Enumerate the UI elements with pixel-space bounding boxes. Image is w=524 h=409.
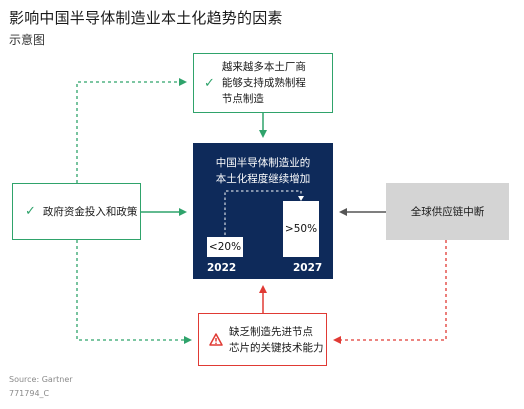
factor-text-line: 芯片的关键技术能力 [229,341,324,354]
factor-box-local-vendors: ✓ 越来越多本土厂商 能够支持成熟制程 节点制造 [193,53,333,113]
panel-title: 中国半导体制造业的 本土化程度继续增加 [193,155,333,187]
factor-box-advanced-node-gap: 缺乏制造先进节点 芯片的关键技术能力 [198,313,327,366]
factor-text-line: 政府资金投入和政策 [42,205,138,218]
factor-box-government-policy: ✓ 政府资金投入和政策 [12,183,141,240]
dashed-connector-right-to-bottom [333,240,447,344]
factor-text-line: 节点制造 [221,93,264,105]
dashed-connector-left-to-top [76,78,187,183]
document-id: 771794_C [9,389,50,398]
source-note: Source: Gartner [9,375,73,384]
year-label-2022: 2022 [207,262,237,274]
page-title: 影响中国半导体制造业本土化趋势的因素 [9,9,283,27]
factor-text-line: 缺乏制造先进节点 [229,325,313,338]
dashed-connector-left-to-bottom [76,240,192,344]
page-subtitle: 示意图 [9,33,46,47]
warning-icon [209,333,223,346]
value-box-2022: <20% [207,237,243,257]
panel-title-line: 中国半导体制造业的 [215,157,311,169]
factor-text-line: 越来越多本土厂商 [221,61,306,73]
panel-title-line: 本土化程度继续增加 [215,173,311,185]
factor-box-supply-chain: 全球供应链中断 [386,183,509,240]
year-label-2027: 2027 [293,262,323,274]
factor-text-line: 能够支持成熟制程 [221,77,306,89]
factor-text-line: 全球供应链中断 [410,205,485,218]
value-box-2027: >50% [283,201,319,257]
check-icon: ✓ [204,75,215,91]
check-icon: ✓ [25,204,36,219]
localization-panel: 中国半导体制造业的 本土化程度继续增加 <20% >50% 2022 2027 [193,143,333,279]
growth-arrow [224,190,304,235]
